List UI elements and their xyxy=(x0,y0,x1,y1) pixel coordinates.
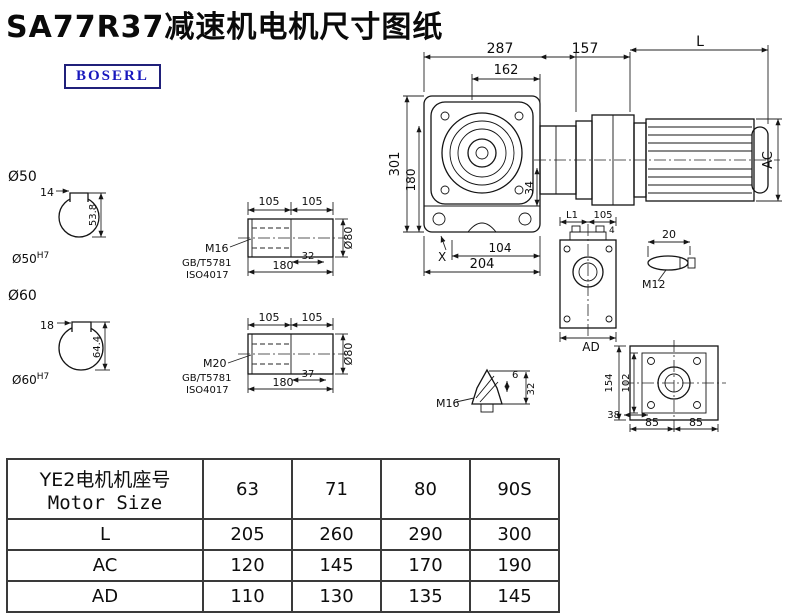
plug-m12: 20 M12 xyxy=(642,228,696,291)
cell-AC-63: 120 xyxy=(202,549,293,582)
shaft-detail-m20: 105 105 M20 GB/T5781 ISO4017 37 180 Ø80 xyxy=(182,311,355,396)
label-m16: M16 xyxy=(205,242,229,255)
dim-105side: 105 xyxy=(593,210,612,221)
dim-105a: 105 xyxy=(259,195,280,208)
technical-drawing: 287 162 157 L 301 180 34 X 104 204 AC xyxy=(8,34,782,432)
cell-AD-90s: 145 xyxy=(469,580,560,613)
cell-L-63: 205 xyxy=(202,518,293,551)
label-dia50h7: Ø50H7 xyxy=(12,251,49,266)
dim-180: 180 xyxy=(404,169,418,192)
dim-287: 287 xyxy=(487,41,514,57)
dim-157: 157 xyxy=(572,41,599,57)
label-m16-breather: M16 xyxy=(436,397,460,410)
dim-180len2: 180 xyxy=(273,376,294,389)
label-m12: M12 xyxy=(642,278,666,291)
dim-L: L xyxy=(696,34,704,50)
flange-bottom-view: 154 102 38 85 85 xyxy=(604,340,726,432)
label-dia50: Ø50 xyxy=(8,169,37,185)
dim-64-4: 64.4 xyxy=(92,336,103,358)
size-col-63: 63 xyxy=(202,458,293,520)
dim-key14: 14 xyxy=(40,186,54,199)
dim-20: 20 xyxy=(662,228,676,241)
cell-L-71: 260 xyxy=(291,518,382,551)
label-iso4017-2: ISO4017 xyxy=(186,385,229,396)
output-side-view: L1 105 4 AD xyxy=(559,210,617,354)
dim-53-8: 53.8 xyxy=(88,204,99,226)
dim-301: 301 xyxy=(388,152,403,177)
cell-L-90s: 300 xyxy=(469,518,560,551)
row-label-AC: AC xyxy=(6,549,204,582)
dim-162: 162 xyxy=(494,63,519,78)
shaft-detail-m16: 105 105 M16 GB/T5781 ISO4017 32 180 Ø80 xyxy=(182,195,355,281)
table-row-AC: AC 120 145 170 190 xyxy=(6,549,560,582)
dim-AC: AC xyxy=(761,151,776,169)
dim-34: 34 xyxy=(523,181,536,195)
dim-AD: AD xyxy=(582,340,599,354)
dim-L1: L1 xyxy=(566,210,578,221)
dim-102: 102 xyxy=(621,373,632,392)
size-col-80: 80 xyxy=(380,458,471,520)
shaft-section-60: Ø60 18 64.4 Ø60H7 xyxy=(8,288,110,387)
dimension-table: YE2电机机座号 Motor Size 63 71 80 90S L 205 2… xyxy=(6,458,560,613)
dim-dia80-1: Ø80 xyxy=(342,227,355,250)
dim-key18: 18 xyxy=(40,319,54,332)
label-iso4017-1: ISO4017 xyxy=(186,270,229,281)
table-row-AD: AD 110 130 135 145 xyxy=(6,580,560,613)
dim-6: 6 xyxy=(512,370,518,381)
cell-AD-63: 110 xyxy=(202,580,293,613)
dim-32depth: 32 xyxy=(302,251,315,262)
dim-180len1: 180 xyxy=(273,259,294,272)
size-col-90s: 90S xyxy=(469,458,560,520)
page-title: SA77R37减速机电机尺寸图纸 xyxy=(6,10,444,45)
dim-38: 38 xyxy=(607,410,620,421)
cell-AD-71: 130 xyxy=(291,580,382,613)
dim-104: 104 xyxy=(489,241,512,255)
motor-size-header-cell: YE2电机机座号 Motor Size xyxy=(6,458,204,520)
dim-X: X xyxy=(438,250,446,264)
table-header-row: YE2电机机座号 Motor Size 63 71 80 90S xyxy=(6,458,560,520)
breather-valve: 6 32 M16 xyxy=(436,368,537,413)
dim-204: 204 xyxy=(470,257,495,272)
label-gb5781-1: GB/T5781 xyxy=(182,258,232,269)
cell-AD-80: 135 xyxy=(380,580,471,613)
size-col-71: 71 xyxy=(291,458,382,520)
dim-dia80-2: Ø80 xyxy=(342,343,355,366)
dim-105d: 105 xyxy=(302,311,323,324)
gearbox-front-view xyxy=(423,95,541,233)
dim-85b: 85 xyxy=(689,416,703,429)
cell-AC-71: 145 xyxy=(291,549,382,582)
dim-4: 4 xyxy=(609,226,615,236)
dim-85a: 85 xyxy=(645,416,659,429)
motor-size-label-en: Motor Size xyxy=(47,491,163,514)
main-dimensions: 287 162 157 L 301 180 34 X 104 204 AC xyxy=(388,34,782,276)
dim-154: 154 xyxy=(604,373,615,392)
dim-37depth: 37 xyxy=(302,369,315,380)
label-m20: M20 xyxy=(203,357,227,370)
cell-AC-90s: 190 xyxy=(469,549,560,582)
table-row-L: L 205 260 290 300 xyxy=(6,518,560,551)
shaft-section-50: Ø50 14 53.8 Ø50H7 xyxy=(8,169,106,266)
label-dia60: Ø60 xyxy=(8,288,37,304)
label-dia60h7: Ø60H7 xyxy=(12,372,49,387)
boserl-logo: BOSERL xyxy=(64,64,161,89)
label-gb5781-2: GB/T5781 xyxy=(182,373,232,384)
motor-side-view xyxy=(534,114,780,206)
cell-AC-80: 170 xyxy=(380,549,471,582)
motor-size-label-cn: YE2电机机座号 xyxy=(39,468,171,491)
cell-L-80: 290 xyxy=(380,518,471,551)
dim-105c: 105 xyxy=(259,311,280,324)
row-label-AD: AD xyxy=(6,580,204,613)
dim-105b: 105 xyxy=(302,195,323,208)
dim-32breather: 32 xyxy=(526,383,537,396)
row-label-L: L xyxy=(6,518,204,551)
